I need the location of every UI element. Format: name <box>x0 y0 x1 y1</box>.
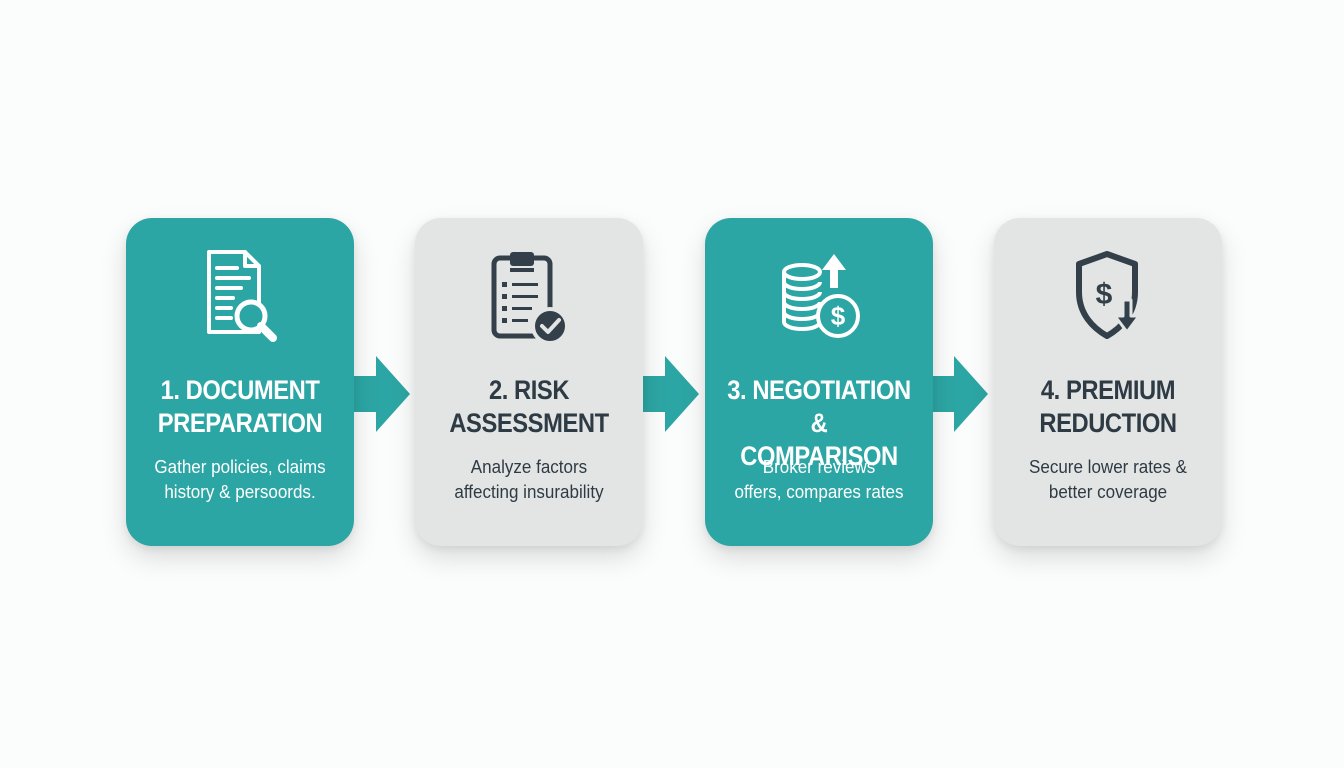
arrow-right-icon <box>354 356 410 432</box>
step-description: Gather policies, claims history & persoo… <box>154 456 326 502</box>
step-title: 1. DOCUMENT PREPARATION <box>157 375 323 438</box>
clipboard-check-icon <box>491 252 569 345</box>
step-card-document-preparation: 1. DOCUMENT PREPARATION Gather policies,… <box>126 218 354 546</box>
coins-dollar-up-icon: $ <box>782 254 860 338</box>
step-description: Secure lower rates & better coverage <box>1029 456 1187 502</box>
step-card-risk-assessment: 2. RISK ASSESSMENT Analyze factors affec… <box>415 218 643 546</box>
step-description: Analyze factors affecting insurability <box>454 456 604 502</box>
svg-text:$: $ <box>1096 278 1113 311</box>
step-title: 2. RISK ASSESSMENT <box>449 375 609 438</box>
step-title: 3. NEGOTIATION & COMPARISON <box>727 375 911 471</box>
arrow-right-icon <box>932 356 988 432</box>
svg-text:$: $ <box>831 301 846 331</box>
arrow-right-icon <box>643 356 699 432</box>
document-magnifier-icon <box>207 250 277 342</box>
step-title: 4. PREMIUM REDUCTION <box>1039 375 1177 438</box>
step-card-premium-reduction: $ 4. PREMIUM REDUCTION Secure lower rate… <box>994 218 1222 546</box>
step-card-negotiation-comparison: $ 3. NEGOTIATION & COMPARISON Broker rev… <box>705 218 933 546</box>
shield-dollar-down-icon: $ <box>1076 251 1141 339</box>
step-description: Broker reviews offers, compares rates <box>734 456 904 502</box>
